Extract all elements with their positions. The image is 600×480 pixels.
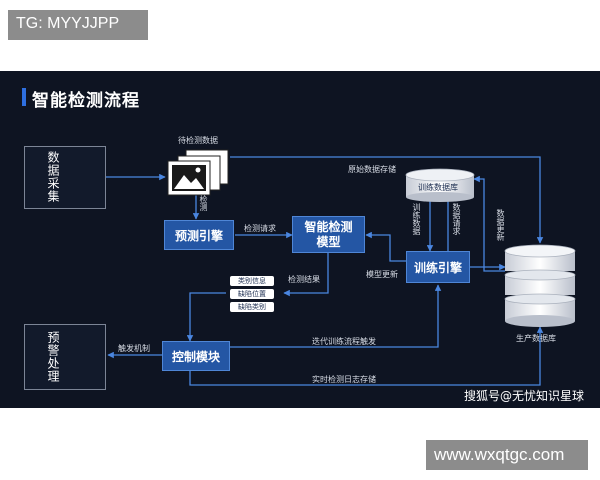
label-iterate: 迭代训练流程触发 — [312, 337, 376, 346]
alarm-group — [24, 324, 106, 390]
train-engine: 训练引擎 — [406, 251, 470, 283]
watermark-top: TG: MYYJJPP — [8, 10, 148, 40]
result-tag-position: 缺陷位置 — [230, 289, 274, 299]
predict-engine: 预测引擎 — [164, 220, 234, 250]
label-trigger: 触发机制 — [118, 344, 150, 353]
result-tag-type: 缺陷类别 — [230, 302, 274, 312]
arrow-raw-storage — [230, 156, 544, 244]
training-db-label: 训练数据库 — [418, 183, 458, 192]
arrow-result-to-control — [186, 292, 226, 342]
page-title: 智能检测流程 — [32, 91, 140, 111]
production-db-label: 生产数据库 — [516, 334, 556, 343]
collect-group-label: 数据采集 — [46, 151, 60, 203]
arrow-data-update — [473, 175, 505, 272]
label-data-request: 数据请求 — [452, 203, 461, 235]
arrow-iterate — [230, 284, 442, 348]
arrow-model-to-result — [283, 253, 329, 297]
label-detect: 检测 — [199, 195, 208, 211]
collect-group — [24, 146, 106, 209]
detect-model: 智能检测 模型 — [292, 216, 365, 253]
control-module: 控制模块 — [162, 341, 230, 371]
label-detect-result: 检测结果 — [288, 275, 320, 284]
arrow-log-storage — [189, 326, 544, 386]
arrow-train-to-model — [365, 231, 406, 262]
result-tag-category: 类别信息 — [230, 276, 274, 286]
database-icon — [405, 168, 475, 202]
label-raw-storage: 原始数据存储 — [348, 165, 396, 174]
flow-diagram: 智能检测流程 数据采集 预警处理 预测引擎 智能检测 模型 训练引擎 控制模块 … — [0, 71, 600, 408]
source-credit: 搜狐号@无忧知识星球 — [464, 389, 585, 403]
image-stack-icon — [167, 149, 229, 196]
alarm-group-label: 预警处理 — [46, 331, 60, 383]
label-log-storage: 实时检测日志存储 — [312, 375, 376, 384]
label-data-update: 数据更新 — [496, 209, 505, 241]
label-pending-data: 待检测数据 — [178, 136, 218, 145]
title-accent-bar — [22, 88, 26, 106]
watermark-bottom: www.wxqtgc.com — [426, 440, 588, 470]
label-detect-request: 检测请求 — [244, 224, 276, 233]
label-train-data: 训练数据 — [412, 203, 421, 235]
label-model-update: 模型更新 — [366, 270, 398, 279]
database-icon — [504, 244, 576, 327]
